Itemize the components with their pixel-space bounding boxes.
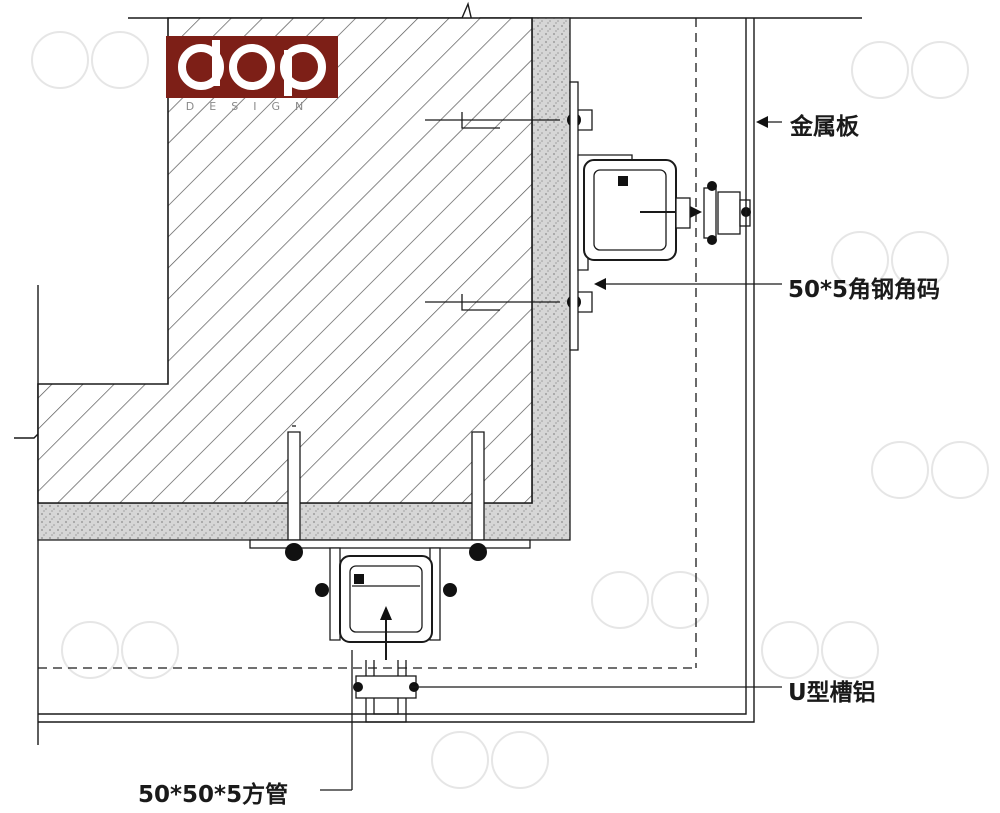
square-tube-bottom [339, 555, 433, 660]
logo-subtext: DESIGN [185, 100, 319, 113]
dashed-frame [38, 18, 697, 669]
anchor-bolts-right [425, 112, 560, 311]
brand-logo: DESIGN [166, 36, 338, 116]
concrete-wall [37, 17, 533, 504]
label-u-channel: U型槽铝 [788, 680, 876, 706]
watermark [31, 31, 989, 789]
metal-panel [38, 18, 755, 723]
logo-glyphs [178, 40, 326, 96]
u-channel [355, 660, 417, 723]
logo-box [166, 36, 338, 98]
label-square-tube: 50*50*5方管 [138, 782, 289, 808]
anchor-bolts-bottom [287, 425, 485, 541]
label-angle-code: 50*5角钢角码 [788, 277, 941, 303]
label-metal-panel: 金属板 [790, 114, 859, 140]
